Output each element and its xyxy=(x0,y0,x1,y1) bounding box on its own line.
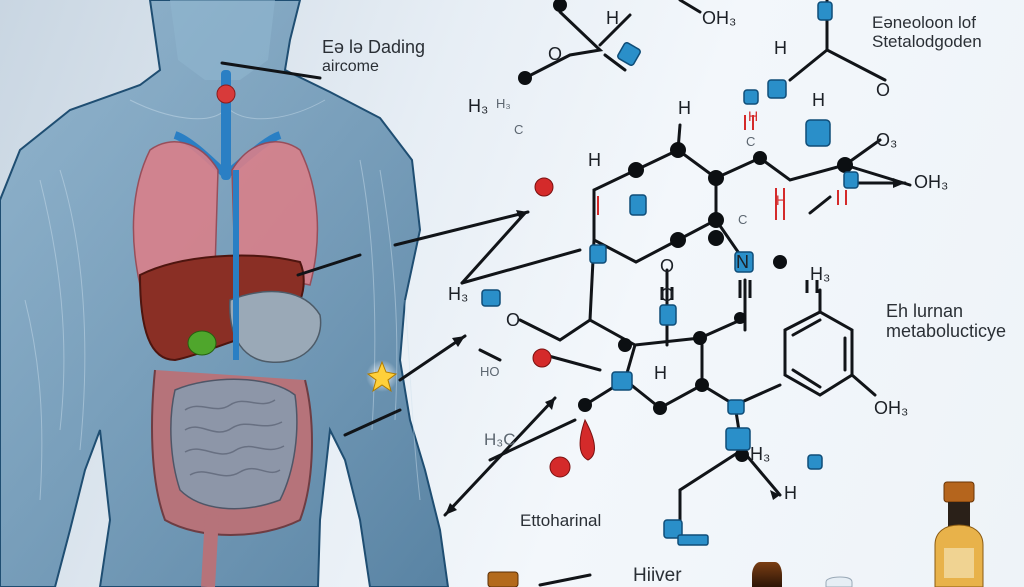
bottles xyxy=(487,481,984,587)
atom-h-left-sub: H₃ xyxy=(468,96,489,116)
oxygen-red-nodes xyxy=(532,177,595,478)
atom-h-top-mid: H xyxy=(606,8,619,28)
atom-c-small-3: C xyxy=(738,212,748,227)
atom-o-mid: O xyxy=(660,256,675,276)
annotation-top-right-line2: Stetalodgoden xyxy=(872,31,982,51)
spark-marker xyxy=(366,360,398,393)
atom-o-right-1: O xyxy=(876,80,891,100)
atom-h-red-1: H xyxy=(748,108,759,124)
atom-n-mid: N xyxy=(736,252,749,272)
blue-atom-tags xyxy=(481,1,859,546)
atom-o-mid-2: O xyxy=(660,285,675,305)
annotation-top-right: Eəneoloon lof Stetalodgoden xyxy=(872,13,982,51)
annotation-mid-right: Eh lurnan metabolucticye xyxy=(886,301,1007,342)
atom-oh-top: OH₃ xyxy=(702,8,737,28)
annotation-top-left: Eə lə Dading aircome xyxy=(322,37,426,75)
intestines xyxy=(151,369,313,587)
atom-h-lower-1: H xyxy=(654,363,667,383)
atom-ho-small: HO xyxy=(480,364,500,379)
human-figure xyxy=(0,0,450,587)
atom-h-lower-2: H₃ xyxy=(750,444,771,464)
atom-hc-small: H₃ xyxy=(496,96,511,111)
atom-h-bottom: H xyxy=(784,483,797,503)
larynx-marker xyxy=(216,84,236,104)
stomach xyxy=(229,290,322,363)
annotation-top-left-line1: Eə lə Dading xyxy=(322,37,426,57)
annotation-top-right-line1: Eəneoloon lof xyxy=(872,13,976,32)
atom-h-left-lower: H₃C xyxy=(484,430,516,449)
atom-h-mid-upper: H xyxy=(812,90,825,110)
atom-o-left: O xyxy=(506,310,521,330)
atom-h3-left: H₃ xyxy=(448,284,469,304)
atom-c-small-1: C xyxy=(514,122,524,137)
atom-nodes xyxy=(518,0,853,462)
annotation-ethanol: Ettoharinal xyxy=(520,511,602,530)
atom-o-top: O xyxy=(548,44,563,64)
atom-h-left-2: H xyxy=(588,150,601,170)
atom-oh-right: OH₃ xyxy=(914,172,949,192)
atom-c-small-2: C xyxy=(746,134,756,149)
annotation-top-left-line2: aircome xyxy=(322,57,379,75)
annotation-liver: Hiiver xyxy=(633,565,682,586)
annotation-mid-right-line2: metabolucticye xyxy=(886,320,1007,341)
atom-oh-lower: OH₃ xyxy=(874,398,909,418)
atom-o-right-2: O₃ xyxy=(876,130,898,150)
atom-h-ring-top: H₃ xyxy=(810,264,831,284)
annotation-mid-right-line1: Eh lurnan xyxy=(886,301,964,321)
atom-h-red-2: H xyxy=(776,192,787,208)
atom-h-right-1: H xyxy=(774,38,787,58)
right-lung xyxy=(231,141,319,286)
atom-h-left-1: H xyxy=(678,98,691,118)
